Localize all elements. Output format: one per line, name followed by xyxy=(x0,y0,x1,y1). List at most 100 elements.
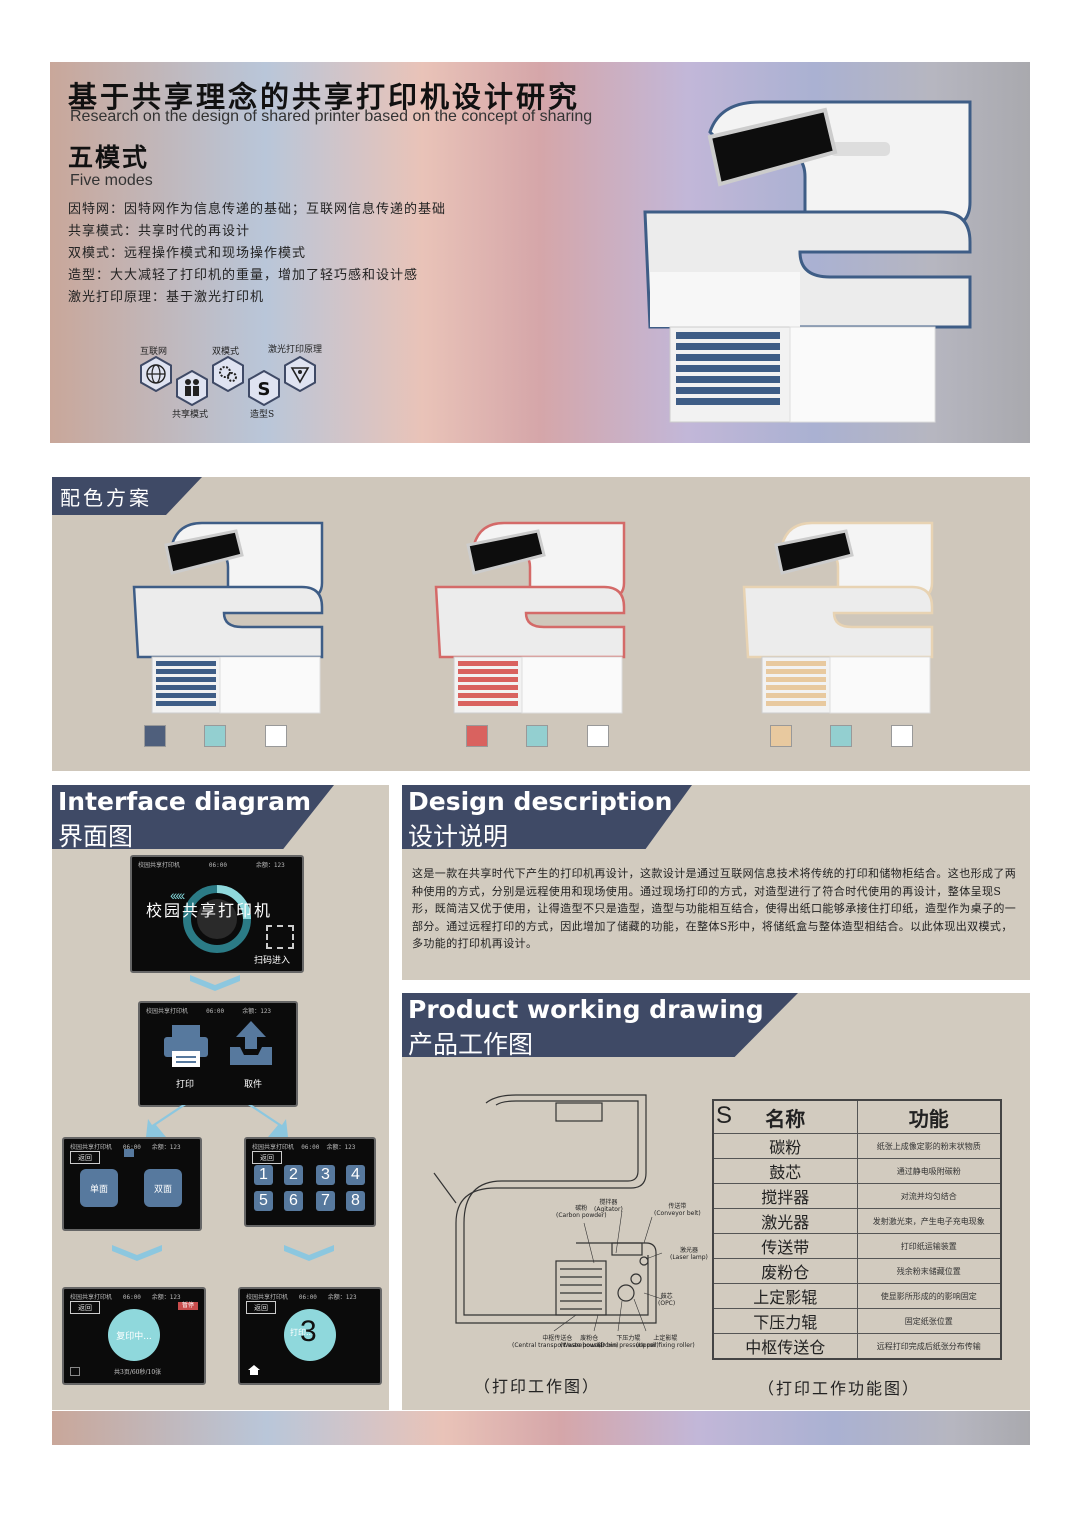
table-row: 传送带打印纸运输装置 xyxy=(712,1233,1002,1259)
screen-side-select: 校园共享打印机 06:00 余额：123 返回 单面 双面 xyxy=(62,1137,202,1231)
small-printer-icon xyxy=(124,1149,134,1157)
table-row: 碳粉纸张上成像定影的粉末状物质 xyxy=(712,1133,1002,1159)
arrows-icon: ‹‹‹‹‹ xyxy=(170,887,185,903)
printer-icon[interactable] xyxy=(162,1023,210,1069)
swatch-red-3 xyxy=(587,725,609,747)
gear-icon xyxy=(210,355,246,393)
interface-panel: Interface diagram 界面图 校园共享打印机 06:00 余额：1… xyxy=(52,785,389,1410)
pickup-tray-icon[interactable] xyxy=(228,1019,274,1067)
working-panel: Product working drawing 产品工作图 碳粉(Carbon … xyxy=(402,993,1030,1410)
loading-ring-icon xyxy=(183,885,251,953)
key-8[interactable]: 8 xyxy=(346,1191,365,1211)
table-row: 搅拌器对流并均匀结合 xyxy=(712,1183,1002,1209)
back-button[interactable]: 返回 xyxy=(252,1151,282,1164)
label-central: 中枢传送仓(Central transport warehouse) xyxy=(512,1335,603,1349)
page-subtitle: Research on the design of shared printer… xyxy=(70,108,593,125)
label-drum: 鼓芯(OPC) xyxy=(658,1293,676,1307)
laser-icon xyxy=(282,355,318,393)
color-schemes-panel: 配色方案 xyxy=(52,477,1030,771)
icon-label-share: 共享模式 xyxy=(172,410,209,420)
chevron-left-down-icon xyxy=(146,1105,186,1137)
table-row: 废粉仓残余粉末储藏位置 xyxy=(712,1258,1002,1284)
working-title-en: Product working drawing xyxy=(408,995,764,1024)
table-row: 下压力辊固定纸张位置 xyxy=(712,1308,1002,1334)
key-3[interactable]: 3 xyxy=(316,1165,335,1185)
interface-title-cn: 界面图 xyxy=(58,822,134,851)
mode-line-internet: 因特网：因特网作为信息传递的基础；互联网信息传递的基础 xyxy=(68,202,447,217)
interface-title-en: Interface diagram xyxy=(58,787,312,816)
screen-topbar: 校园共享打印机 06:00 余额：123 xyxy=(146,1008,272,1015)
screen-countdown: 校园共享打印机 06:00 余额：123 返回 打印... 3 xyxy=(238,1287,382,1385)
home-icon[interactable] xyxy=(248,1365,260,1375)
home-icon[interactable] xyxy=(70,1367,80,1376)
double-side-button[interactable]: 双面 xyxy=(144,1169,182,1207)
menu-pickup-label[interactable]: 取件 xyxy=(244,1080,263,1090)
back-button[interactable]: 返回 xyxy=(246,1301,276,1314)
screen-topbar: 校园共享打印机 06:00 余额：123 xyxy=(70,1144,181,1151)
back-button[interactable]: 返回 xyxy=(70,1151,100,1164)
label-agitator: 搅拌器(Agitator) xyxy=(594,1199,623,1213)
shape-s-icon: S xyxy=(246,369,282,407)
mode-line-share: 共享模式：共享时代的再设计 xyxy=(68,224,251,239)
swatch-red-2 xyxy=(526,725,548,747)
swatch-beige-1 xyxy=(770,725,792,747)
screen-topbar: 校园共享打印机 06:00 余额：123 xyxy=(252,1144,356,1151)
footer-gradient-band xyxy=(52,1411,1030,1445)
table-header-func: 功能 xyxy=(856,1099,1002,1134)
label-laser: 激光器(Laser lamp) xyxy=(670,1247,708,1261)
design-panel: Design description 设计说明 这是一款在共享时代下产生的打印机… xyxy=(402,785,1030,980)
label-waste: 废粉仓(Waste powder bin) xyxy=(560,1335,619,1349)
key-1[interactable]: 1 xyxy=(254,1165,273,1185)
key-6[interactable]: 6 xyxy=(284,1191,303,1211)
key-2[interactable]: 2 xyxy=(284,1165,303,1185)
modes-subheading: Five modes xyxy=(70,172,153,189)
label-toner: 碳粉(Carbon powder) xyxy=(556,1205,607,1219)
screen-keypad: 校园共享打印机 06:00 余额：123 返回 1 2 3 4 5 6 7 8 xyxy=(244,1137,376,1227)
globe-icon xyxy=(138,355,174,393)
chevron-right-down-icon xyxy=(248,1105,288,1137)
scan-icon[interactable] xyxy=(266,925,294,949)
mode-line-laser: 激光打印原理：基于激光打印机 xyxy=(68,290,265,305)
mode-line-dual: 双模式：远程操作模式和现场操作模式 xyxy=(68,246,307,261)
design-title-cn: 设计说明 xyxy=(408,822,509,851)
hero-banner: 基于共享理念的共享打印机设计研究 Research on the design … xyxy=(50,62,1030,443)
page-title: 基于共享理念的共享打印机设计研究 xyxy=(68,80,581,114)
swatch-beige-2 xyxy=(830,725,852,747)
chevron-down-icon xyxy=(112,1245,162,1261)
screen-printing: 校园共享打印机 06:00 余额：123 返回 暂停 复印中... 共3页/60… xyxy=(62,1287,206,1385)
icon-label-dual: 双模式 xyxy=(212,347,240,357)
key-5[interactable]: 5 xyxy=(254,1191,273,1211)
section-title: 配色方案 xyxy=(60,486,152,510)
working-title-cn: 产品工作图 xyxy=(408,1030,534,1059)
menu-print-label[interactable]: 打印 xyxy=(176,1080,195,1090)
printer-render-red xyxy=(434,517,634,717)
pause-button[interactable]: 暂停 xyxy=(178,1302,198,1310)
key-4[interactable]: 4 xyxy=(346,1165,365,1185)
section-tag xyxy=(52,785,334,849)
printer-render-beige xyxy=(742,517,942,717)
people-icon xyxy=(174,369,210,407)
chevron-down-icon xyxy=(190,975,240,991)
scan-label[interactable]: 扫码进入 xyxy=(254,956,291,966)
printing-status: 复印中... xyxy=(108,1309,160,1361)
section-tag xyxy=(402,785,692,849)
chevron-down-icon xyxy=(284,1245,334,1261)
table-row: 激光器发射激光束，产生电子充电现象 xyxy=(712,1208,1002,1234)
icon-label-laser: 激光打印原理 xyxy=(268,345,323,355)
screen-menu: 校园共享打印机 06:00 余额：123 打印 取件 xyxy=(138,1001,298,1107)
back-button[interactable]: 返回 xyxy=(70,1301,100,1314)
swatch-blue-1 xyxy=(144,725,166,747)
screen-splash: 校园共享打印机 06:00 余额：123 ‹‹‹‹‹ 校园共享打印机 扫码进入 xyxy=(130,855,304,973)
label-lower: 下压力辊(Down pressure roll) xyxy=(598,1335,659,1349)
label-upper: 上定影辊(Upper fixing roller) xyxy=(636,1335,695,1349)
table-row: 上定影辊使显影所形成的的影响固定 xyxy=(712,1283,1002,1309)
countdown-circle xyxy=(284,1309,336,1361)
single-side-button[interactable]: 单面 xyxy=(80,1169,118,1207)
mode-line-shape: 造型：大大减轻了打印机的重量，增加了轻巧感和设计感 xyxy=(68,268,419,283)
swatch-beige-3 xyxy=(891,725,913,747)
printing-progress: 共3页/60秒/10张 xyxy=(114,1369,162,1376)
key-7[interactable]: 7 xyxy=(316,1191,335,1211)
design-description: 这是一款在共享时代下产生的打印机再设计，这款设计是通过互联网信息技术将传统的打印… xyxy=(412,867,1017,950)
swatch-red-1 xyxy=(466,725,488,747)
